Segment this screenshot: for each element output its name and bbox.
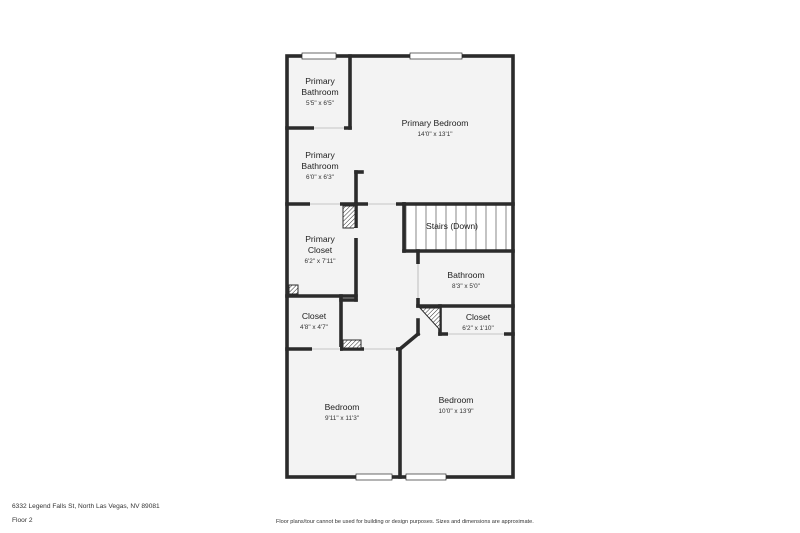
room-name-primary-bathroom-2: Primary [305,150,335,160]
room-dimensions-closet-right: 6'2" x 1'10" [462,325,494,332]
room-dimensions-closet-left: 4'8" x 4'7" [300,324,328,331]
windows [301,52,463,481]
door-lines [310,127,504,350]
hatched-shaft [342,205,356,229]
stairs-treads [405,205,512,251]
room-dimensions-bedroom-right: 10'0" x 13'9" [438,408,473,415]
room-name-primary-bathroom-1: Bathroom [301,87,338,97]
room-dimensions-bathroom: 8'3" x 5'0" [452,283,480,290]
disclaimer-text: Floor plans/tour cannot be used for buil… [276,519,534,525]
room-name-primary-closet: Primary [305,234,335,244]
room-name-primary-bedroom: Primary Bedroom [402,118,469,128]
room-dimensions-bedroom-left: 9'11" x 11'3" [325,415,359,422]
hatched-shaft [418,307,441,332]
floor-label: Floor 2 [12,517,33,524]
room-name-bathroom: Bathroom [447,270,484,280]
room-name-primary-bathroom-2: Bathroom [301,161,338,171]
room-name-stairs: Stairs (Down) [426,221,478,231]
property-address: 6332 Legend Falls St, North Las Vegas, N… [12,503,160,510]
room-dimensions-primary-bathroom-1: 5'5" x 6'5" [306,100,334,107]
room-dimensions-primary-closet: 6'2" x 7'11" [304,258,335,265]
hatched-shaft [288,284,299,295]
room-name-primary-closet: Closet [308,245,333,255]
room-dimensions-primary-bathroom-2: 6'0" x 6'3" [306,174,334,181]
room-name-bedroom-right: Bedroom [439,395,474,405]
room-name-closet-left: Closet [302,311,327,321]
room-dimensions-primary-bedroom: 14'0" x 13'1" [417,131,452,138]
hatched-shaft [342,339,362,349]
room-name-closet-right: Closet [466,312,491,322]
room-name-primary-bathroom-1: Primary [305,76,335,86]
room-name-bedroom-left: Bedroom [325,402,360,412]
